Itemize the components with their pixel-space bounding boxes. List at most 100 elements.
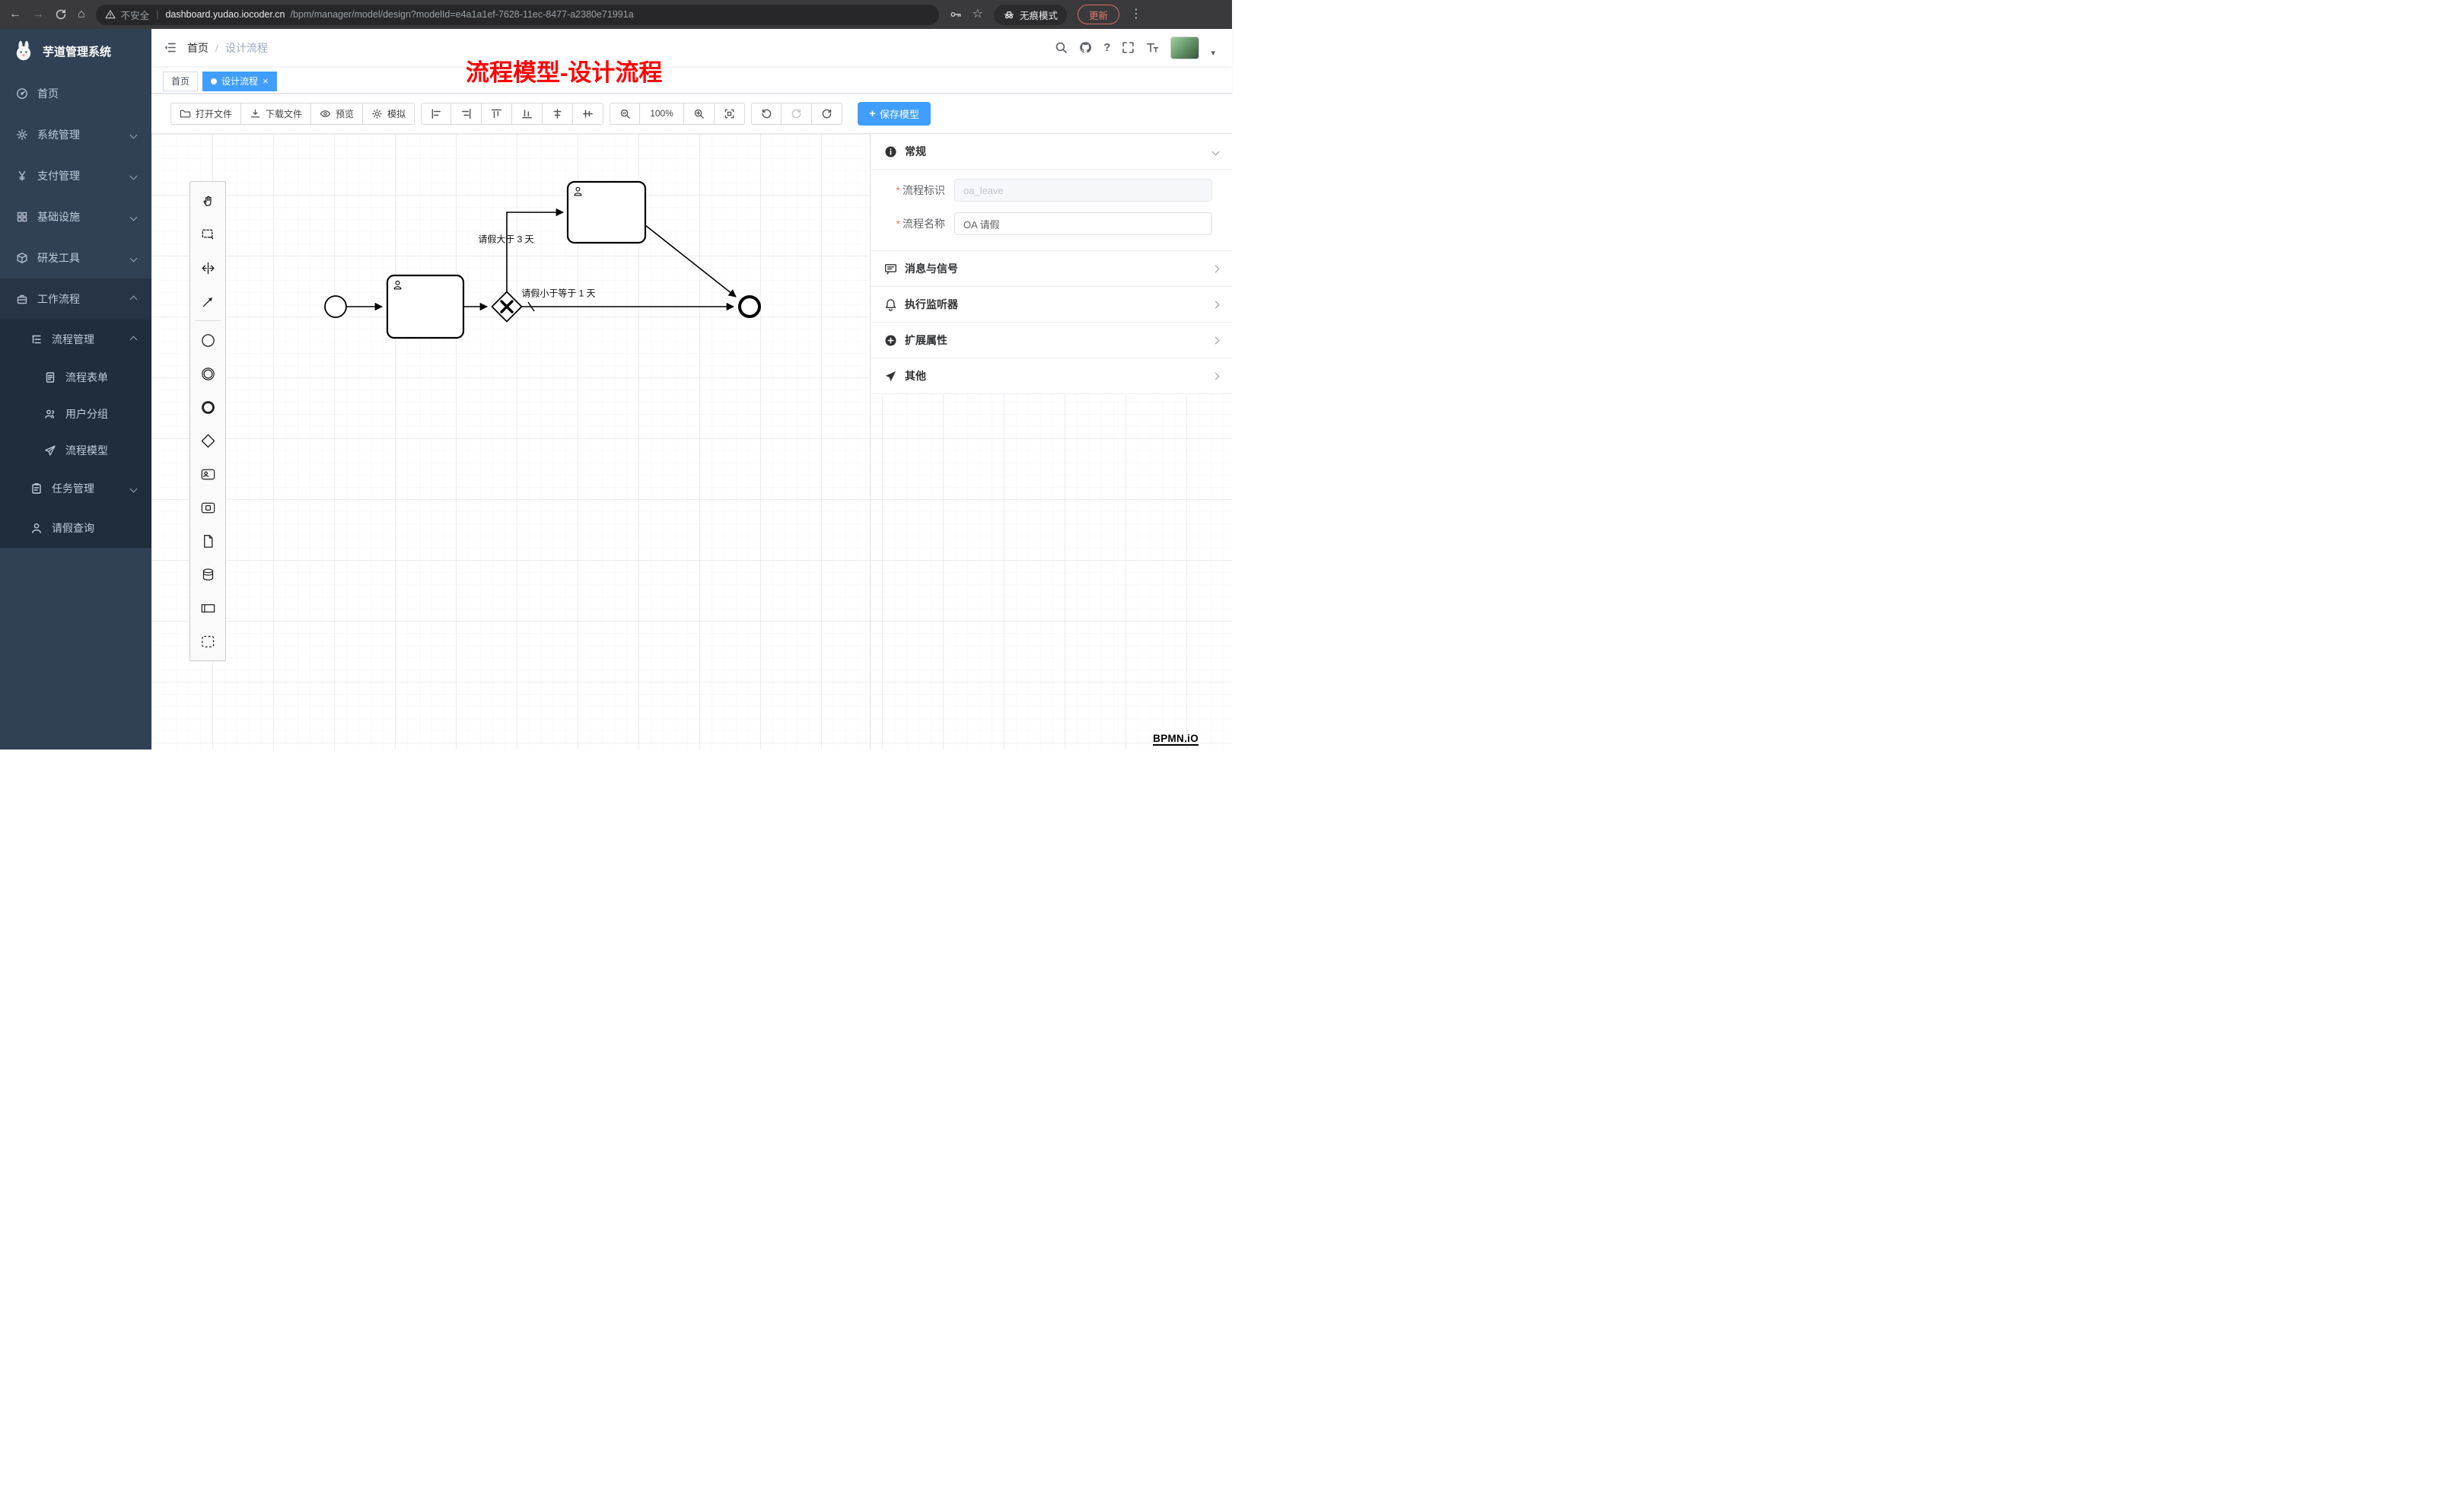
sidebar-item-process-form[interactable]: 流程表单 [0,359,151,396]
chevron-down-icon [129,172,138,180]
tab-label: 设计流程 [221,76,259,87]
section-other[interactable]: 其他 [871,358,1232,394]
sidebar-item-leave-query[interactable]: 请假查询 [0,508,151,548]
update-button[interactable]: 更新 [1078,5,1120,24]
space-tool-icon[interactable] [190,251,225,285]
section-extended-attrs[interactable]: 扩展属性 [871,323,1232,358]
avatar[interactable] [1170,36,1200,59]
zoom-reset-button[interactable] [715,102,746,125]
zoom-out-button[interactable] [610,102,641,125]
sidebar-item-process-model[interactable]: 流程模型 [0,432,151,469]
start-event-icon[interactable] [190,323,225,357]
end-event[interactable] [738,295,761,318]
save-model-button[interactable]: + 保存模型 [858,101,931,126]
close-icon[interactable]: × [263,75,269,87]
intermediate-event-icon[interactable] [190,357,225,390]
workflow-submenu: 流程管理 流程表单 用户分组 流程模型 任务管理 [0,320,151,548]
search-icon[interactable] [1055,41,1068,54]
condition-label-le1[interactable]: 请假小于等于 1 天 [521,288,596,299]
sidebar-item-devtools[interactable]: 研发工具 [0,237,151,278]
sidebar-item-home[interactable]: 首页 [0,73,151,114]
process-name-label: 流程名称 [903,218,945,230]
process-key-label: 流程标识 [903,184,945,196]
forward-button[interactable]: → [32,8,44,21]
data-store-icon[interactable] [190,558,225,591]
hand-tool-icon[interactable] [190,184,225,218]
user-task-second[interactable] [566,180,647,244]
sequence-flows[interactable] [346,208,737,312]
breadcrumb: 首页 / 设计流程 [187,40,268,56]
message-icon [885,263,896,275]
subprocess-icon[interactable] [190,491,225,524]
restart-button[interactable] [812,102,843,125]
user-task-icon[interactable] [190,457,225,491]
section-messages-signals[interactable]: 消息与信号 [871,251,1232,287]
incognito-label: 无痕模式 [1020,10,1059,21]
sidebar-item-system[interactable]: 系统管理 [0,114,151,155]
participant-icon[interactable] [190,591,225,625]
avatar-caret-icon[interactable]: ▾ [1211,48,1215,58]
zoom-level: 100% [640,102,685,125]
sidebar-item-user-group[interactable]: 用户分组 [0,396,151,432]
align-middle-button[interactable] [573,102,604,125]
undo-button[interactable] [751,102,782,125]
global-connect-icon[interactable] [190,285,225,318]
redo-button[interactable] [782,102,813,125]
bpmn-canvas[interactable]: 一级审批 二级审批 请假大于 3 天 请假小于等于 1 天 常规 [151,133,1232,750]
align-top-button[interactable] [482,102,513,125]
end-event-icon[interactable] [190,390,225,424]
github-icon[interactable] [1079,41,1092,54]
zoom-in-button[interactable] [684,102,715,125]
align-right-button[interactable] [451,102,482,125]
chevron-right-icon [1211,336,1220,344]
user-task-first[interactable] [386,274,465,339]
sidebar-item-workflow[interactable]: 工作流程 [0,278,151,320]
lasso-tool-icon[interactable] [190,218,225,251]
sidebar-item-process-mgmt[interactable]: 流程管理 [0,320,151,359]
fullscreen-icon[interactable] [1122,41,1135,54]
sidebar-item-infra[interactable]: 基础设施 [0,196,151,237]
font-size-icon[interactable] [1146,41,1159,54]
align-center-button[interactable] [543,102,574,125]
start-event[interactable] [324,295,347,318]
align-vertical-middle-icon [583,110,593,117]
preview-button[interactable]: 预览 [311,102,364,125]
url-host: dashboard.yudao.iocoder.cn [165,9,285,20]
group-icon[interactable] [190,625,225,658]
properties-panel: 常规 *流程标识 *流程名称 [870,134,1232,750]
section-execution-listener[interactable]: 执行监听器 [871,287,1232,323]
simulate-button[interactable]: 模拟 [363,102,415,125]
tab-design-process[interactable]: 设计流程 × [202,71,277,91]
exclusive-gateway[interactable] [491,291,523,323]
button-label: 保存模型 [879,108,919,120]
section-general[interactable]: 常规 [871,134,1232,170]
open-file-button[interactable]: 打开文件 [170,102,242,125]
password-key-icon[interactable] [950,8,962,21]
sidebar-toggle-icon[interactable] [164,41,177,54]
required-asterisk: * [896,184,900,196]
breadcrumb-home[interactable]: 首页 [187,41,209,54]
address-bar[interactable]: 不安全 | dashboard.yudao.iocoder.cn/bpm/man… [95,4,939,25]
process-key-input [954,179,1212,202]
back-button[interactable]: ← [9,8,21,21]
chevron-down-icon [129,485,138,492]
download-file-button[interactable]: 下载文件 [241,102,312,125]
chevron-down-icon [129,213,138,221]
bookmark-star-icon[interactable]: ☆ [972,8,984,21]
condition-label-gt3[interactable]: 请假大于 3 天 [478,234,534,245]
sidebar-item-payment[interactable]: 支付管理 [0,155,151,196]
bpmn-io-logo[interactable]: BPMN.iO [1153,733,1199,746]
process-name-input[interactable] [954,212,1212,235]
tab-home[interactable]: 首页 [163,71,199,91]
restart-icon [822,109,832,118]
home-button[interactable]: ⌂ [78,8,85,21]
align-left-button[interactable] [421,102,452,125]
reload-button[interactable] [55,8,67,21]
data-object-icon[interactable] [190,524,225,558]
help-icon[interactable]: ? [1103,41,1111,54]
gateway-icon[interactable] [190,424,225,457]
align-bottom-button[interactable] [512,102,543,125]
sidebar-item-task-mgmt[interactable]: 任务管理 [0,469,151,508]
browser-menu-icon[interactable]: ⋮ [1130,8,1143,21]
section-title: 扩展属性 [905,334,947,346]
